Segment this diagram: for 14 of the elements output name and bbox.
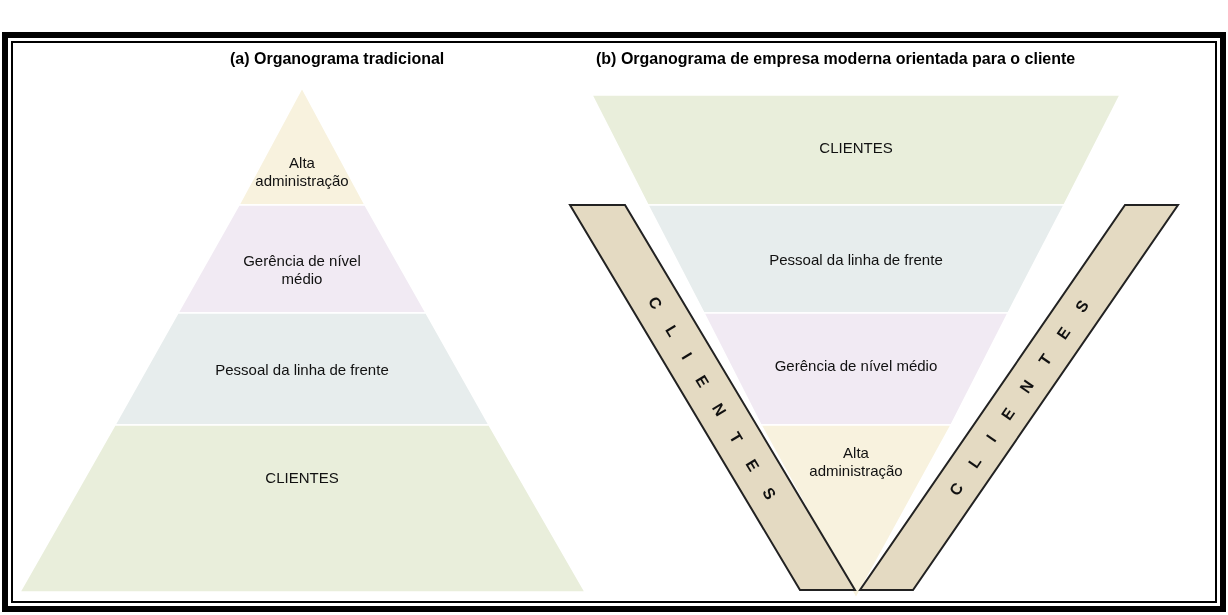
level-label: Gerência de nível médio: [774, 357, 939, 374]
level-label: Gerência de nível médio: [242, 252, 362, 288]
level-label: Alta administração: [808, 444, 904, 480]
level-label: CLIENTES: [818, 139, 894, 157]
inverted-pyramid-level: [592, 95, 1120, 205]
level-label: Alta administração: [254, 154, 350, 190]
pyramid-level: [178, 205, 426, 313]
pyramid-level: [20, 425, 585, 592]
level-label: CLIENTES: [264, 469, 340, 487]
level-label: Pessoal da linha de frente: [768, 251, 944, 269]
level-label: Pessoal da linha de frente: [214, 361, 390, 379]
panel-title: (b) Organograma de empresa moderna orientada para o cliente: [596, 50, 1076, 68]
pyramid-level: [239, 88, 365, 205]
panel-title: (a) Organograma tradicional: [230, 50, 445, 68]
